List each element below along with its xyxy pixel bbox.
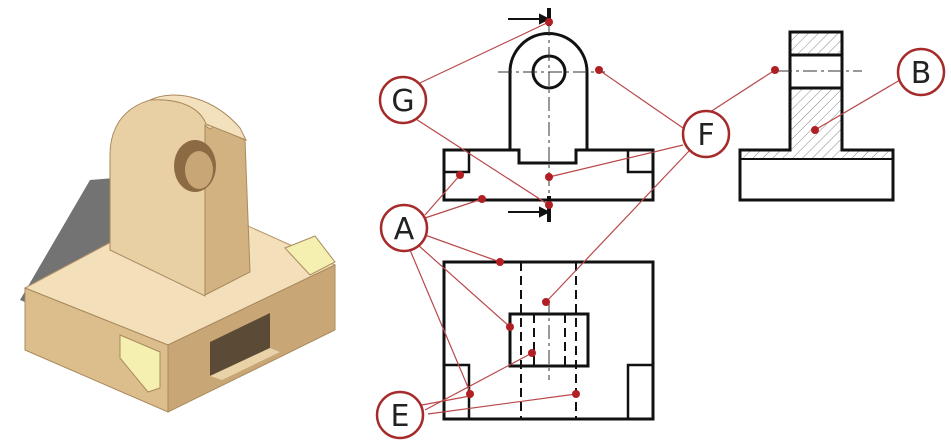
- upright-side-face: [204, 121, 251, 296]
- upright-top-edge: [149, 94, 248, 141]
- callout-f-label: F: [697, 118, 714, 153]
- callout-e-label: E: [391, 399, 410, 434]
- dot-f-upright: [595, 66, 603, 74]
- callout-b: B: [896, 47, 946, 97]
- callout-g: G: [378, 75, 428, 125]
- notch-right: [284, 235, 336, 276]
- channel-slot: [210, 313, 270, 376]
- front-view-notch-left: [442, 148, 471, 174]
- channel-slot-floor: [210, 348, 280, 380]
- top-view-outline: [442, 260, 655, 421]
- dot-b-hatch: [811, 126, 819, 134]
- dot-g-top: [545, 18, 553, 26]
- callout-f: F: [681, 109, 731, 159]
- dot-a-base: [478, 195, 486, 203]
- front-view-base: [442, 148, 655, 202]
- dot-a-top-outline: [496, 258, 504, 266]
- section-base-hatch: [740, 150, 893, 159]
- top-view-notch-right: [626, 363, 655, 421]
- front-view-centerlines: [498, 22, 605, 215]
- dot-g-bottom: [545, 201, 553, 209]
- dot-f-slot: [545, 173, 553, 181]
- notch-front: [119, 334, 161, 393]
- dot-e-hidden-inner: [528, 349, 536, 357]
- dot-f-section: [771, 66, 779, 74]
- bore-hole-inner: [185, 151, 213, 189]
- dot-e-notch: [466, 390, 474, 398]
- dot-a-upright: [506, 323, 514, 331]
- callout-a-label: A: [394, 212, 415, 247]
- callout-a: A: [379, 203, 429, 253]
- isometric-model: [20, 94, 337, 413]
- callout-g-label: G: [391, 84, 414, 119]
- callout-e: E: [375, 390, 425, 440]
- top-view: [442, 260, 655, 421]
- dot-f-top-view: [542, 298, 550, 306]
- callout-b-label: B: [911, 56, 932, 91]
- leader-lines: [404, 21, 901, 415]
- section-view: [738, 30, 895, 202]
- dot-e-hidden-outer: [572, 390, 580, 398]
- front-view-notch-right: [626, 148, 655, 174]
- cutting-plane-marks: [508, 8, 551, 222]
- leader-dots: [456, 18, 819, 398]
- section-upright-top-hatch: [790, 32, 842, 55]
- dot-a-notch: [456, 171, 464, 179]
